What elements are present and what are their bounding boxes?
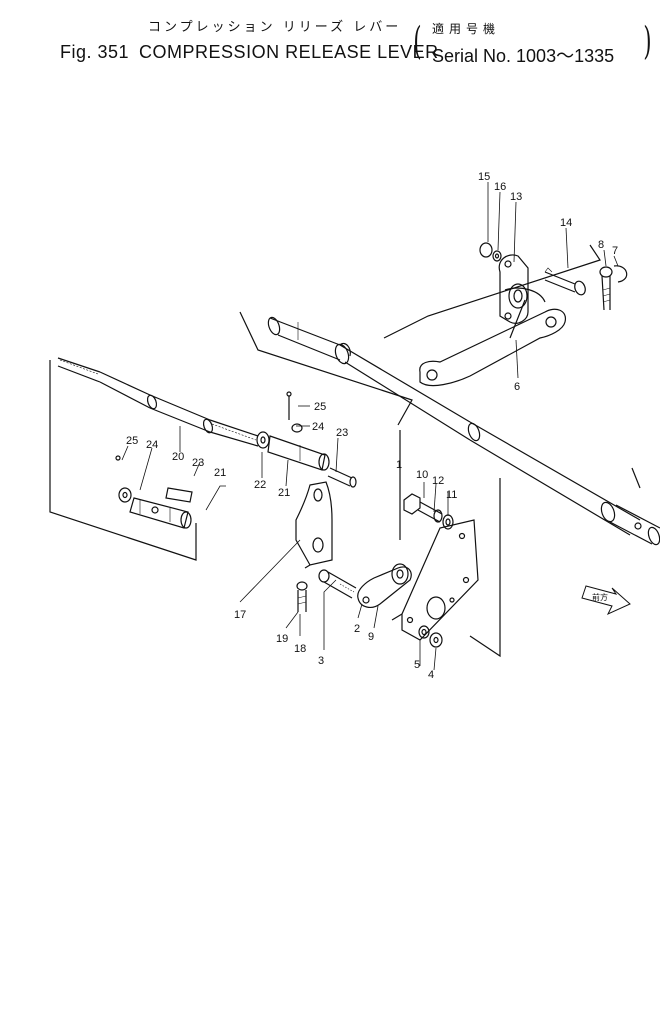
- callout-14: 14: [560, 217, 572, 229]
- callout-3: 3: [318, 655, 324, 667]
- cable-end-fittings: [115, 391, 357, 529]
- callout-9: 9: [368, 631, 374, 643]
- open-parenthesis: (: [413, 19, 422, 63]
- figure-number: Fig. 351: [60, 42, 130, 62]
- callout-6: 6: [514, 381, 520, 393]
- callout-24-right: 24: [312, 421, 324, 433]
- main-shaft: [267, 316, 660, 546]
- pivot-shaft: [296, 569, 357, 612]
- callout-16: 16: [494, 181, 506, 193]
- direction-label: 前方: [592, 592, 608, 602]
- callout-25-left: 25: [126, 435, 138, 447]
- figure-title-text: COMPRESSION RELEASE LEVER: [139, 42, 439, 62]
- figure-title: Fig. 351 COMPRESSION RELEASE LEVER: [60, 42, 439, 63]
- callout-11: 11: [446, 489, 457, 501]
- serial-japanese: 適用号機: [432, 22, 501, 36]
- callout-21-right: 21: [278, 487, 290, 499]
- callout-15: 15: [478, 171, 490, 183]
- leader-lines: [121, 182, 619, 671]
- serial-number-range: Serial No. 1003～1335: [432, 46, 615, 66]
- title-japanese: コンプレッション リリーズ レバー: [148, 20, 402, 35]
- callout-1: 1: [396, 459, 402, 471]
- release-lever: [419, 287, 567, 387]
- callout-10: 10: [416, 469, 428, 481]
- callout-24-left: 24: [146, 439, 158, 451]
- callout-17: 17: [234, 609, 246, 621]
- close-parenthesis: ): [643, 19, 652, 63]
- callout-23-left: 23: [192, 457, 204, 469]
- callout-22: 22: [254, 479, 266, 491]
- callout-12: 12: [432, 475, 444, 487]
- callout-4: 4: [428, 669, 434, 681]
- control-cable: [49, 357, 259, 561]
- callout-8: 8: [598, 239, 604, 251]
- callout-19: 19: [276, 633, 288, 645]
- callout-25-right: 25: [314, 401, 326, 413]
- callout-21-left: 21: [214, 467, 226, 479]
- forward-direction-arrow: 前方: [581, 585, 631, 616]
- callout-7: 7: [612, 245, 618, 257]
- callout-20: 20: [172, 451, 184, 463]
- release-arm: [357, 563, 412, 608]
- clevis-pin: [599, 265, 628, 311]
- mounting-plate: [391, 430, 501, 658]
- bolt-and-washers-upper: [479, 242, 586, 296]
- lever-bracket: [498, 254, 529, 324]
- callout-2: 2: [354, 623, 360, 635]
- plate-bolts: [403, 493, 454, 648]
- callout-18: 18: [294, 643, 306, 655]
- callout-13: 13: [510, 191, 522, 203]
- callout-labels: 15 16 13 14 8 7 6 25 24 23 20 23 21 24 2…: [126, 171, 618, 681]
- release-yoke: [295, 481, 333, 569]
- callout-23-right: 23: [336, 427, 348, 439]
- callout-5: 5: [414, 659, 420, 671]
